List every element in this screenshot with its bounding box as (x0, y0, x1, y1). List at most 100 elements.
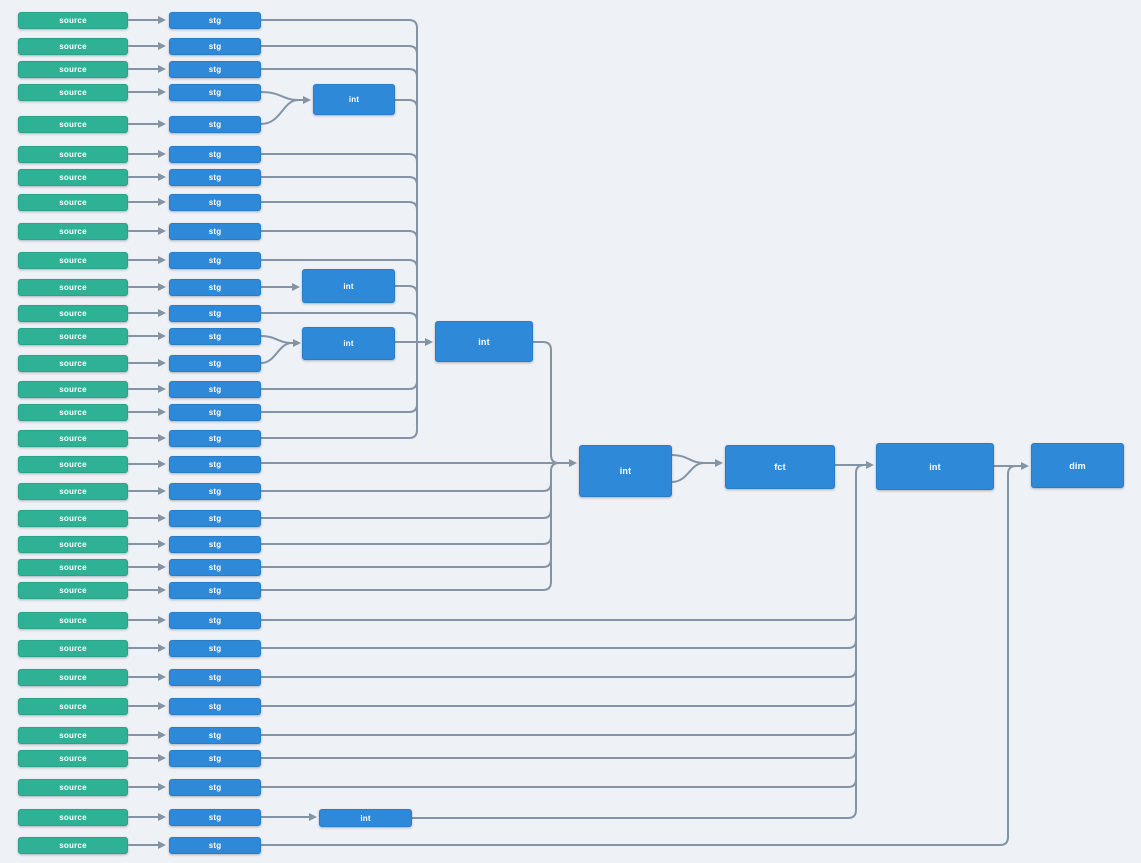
stg-node-7[interactable]: stg (169, 168, 261, 186)
stg-node-28[interactable]: stg (169, 726, 261, 744)
int-b-node[interactable]: int (302, 269, 395, 303)
stg-node-17[interactable]: stg (169, 429, 261, 447)
source-node-14[interactable]: source (18, 354, 128, 372)
dim-node[interactable]: dim (1031, 443, 1124, 488)
arrowhead-icon (158, 88, 166, 96)
arrowhead-icon (158, 460, 166, 468)
stg-node-14[interactable]: stg (169, 354, 261, 372)
stg-node-11[interactable]: stg (169, 278, 261, 296)
stg-node-23[interactable]: stg (169, 581, 261, 599)
source-node-27-label: source (59, 701, 87, 711)
source-node-12[interactable]: source (18, 304, 128, 322)
arrowhead-icon (1021, 462, 1029, 470)
source-node-2[interactable]: source (18, 37, 128, 55)
fct-node[interactable]: fct (725, 445, 835, 489)
source-node-31[interactable]: source (18, 808, 128, 826)
stg-node-12[interactable]: stg (169, 304, 261, 322)
stg-node-24-label: stg (208, 615, 222, 625)
arrowhead-icon (292, 283, 300, 291)
source-node-17[interactable]: source (18, 429, 128, 447)
stg-node-10[interactable]: stg (169, 251, 261, 269)
stg-node-19[interactable]: stg (169, 482, 261, 500)
stg-node-25[interactable]: stg (169, 639, 261, 657)
edge (260, 482, 552, 492)
edge (260, 697, 857, 707)
stg-node-15[interactable]: stg (169, 380, 261, 398)
stg-node-31[interactable]: stg (169, 808, 261, 826)
stg-node-24[interactable]: stg (169, 611, 261, 629)
source-node-20[interactable]: source (18, 509, 128, 527)
source-node-26-label: source (59, 672, 87, 682)
source-node-21[interactable]: source (18, 535, 128, 553)
source-node-15[interactable]: source (18, 380, 128, 398)
arrowhead-icon (158, 540, 166, 548)
edge (260, 19, 418, 29)
arrowhead-icon (158, 227, 166, 235)
source-node-5[interactable]: source (18, 115, 128, 133)
stg-node-13[interactable]: stg (169, 327, 261, 345)
arrowhead-icon (158, 616, 166, 624)
source-node-13[interactable]: source (18, 327, 128, 345)
source-node-25[interactable]: source (18, 639, 128, 657)
source-node-23[interactable]: source (18, 581, 128, 599)
source-node-32[interactable]: source (18, 836, 128, 854)
stg-node-30[interactable]: stg (169, 778, 261, 796)
edge (260, 259, 418, 269)
edge (260, 201, 418, 211)
int-a-node[interactable]: int (313, 84, 395, 115)
edge (260, 312, 418, 322)
source-node-18[interactable]: source (18, 455, 128, 473)
stg-node-6[interactable]: stg (169, 145, 261, 163)
source-node-16[interactable]: source (18, 403, 128, 421)
source-node-29[interactable]: source (18, 749, 128, 767)
int-c-node[interactable]: int (302, 327, 395, 360)
stg-node-29[interactable]: stg (169, 749, 261, 767)
source-node-27[interactable]: source (18, 697, 128, 715)
stg-node-18[interactable]: stg (169, 455, 261, 473)
stg-node-32[interactable]: stg (169, 836, 261, 854)
stg-node-22[interactable]: stg (169, 558, 261, 576)
int-h-node[interactable]: int (876, 443, 994, 490)
stg-node-20[interactable]: stg (169, 509, 261, 527)
source-node-8[interactable]: source (18, 193, 128, 211)
stg-node-26[interactable]: stg (169, 668, 261, 686)
stg-node-27[interactable]: stg (169, 697, 261, 715)
source-node-6[interactable]: source (18, 145, 128, 163)
source-node-3-label: source (59, 64, 87, 74)
stg-node-9[interactable]: stg (169, 222, 261, 240)
source-node-28[interactable]: source (18, 726, 128, 744)
source-node-4[interactable]: source (18, 83, 128, 101)
edge (260, 335, 293, 344)
int-d-node[interactable]: int (435, 321, 533, 362)
arrowhead-icon (158, 731, 166, 739)
edge (671, 454, 705, 464)
source-node-10[interactable]: source (18, 251, 128, 269)
source-node-11-label: source (59, 282, 87, 292)
stg-node-2[interactable]: stg (169, 37, 261, 55)
stg-node-5[interactable]: stg (169, 115, 261, 133)
int-b-node-label: int (343, 281, 354, 291)
int-e-node[interactable]: int (579, 445, 672, 497)
int-g-node[interactable]: int (319, 809, 412, 827)
source-node-1[interactable]: source (18, 11, 128, 29)
int-e-node-label: int (619, 466, 632, 476)
stg-node-16[interactable]: stg (169, 403, 261, 421)
stg-node-15-label: stg (208, 384, 222, 394)
source-node-9[interactable]: source (18, 222, 128, 240)
arrowhead-icon (158, 586, 166, 594)
source-node-7[interactable]: source (18, 168, 128, 186)
source-node-26[interactable]: source (18, 668, 128, 686)
source-node-10-label: source (59, 255, 87, 265)
stg-node-3[interactable]: stg (169, 60, 261, 78)
stg-node-21[interactable]: stg (169, 535, 261, 553)
source-node-30[interactable]: source (18, 778, 128, 796)
source-node-19[interactable]: source (18, 482, 128, 500)
source-node-24[interactable]: source (18, 611, 128, 629)
source-node-11[interactable]: source (18, 278, 128, 296)
source-node-22[interactable]: source (18, 558, 128, 576)
stg-node-8[interactable]: stg (169, 193, 261, 211)
stg-node-1[interactable]: stg (169, 11, 261, 29)
stg-node-11-label: stg (208, 282, 222, 292)
stg-node-4[interactable]: stg (169, 83, 261, 101)
source-node-3[interactable]: source (18, 60, 128, 78)
